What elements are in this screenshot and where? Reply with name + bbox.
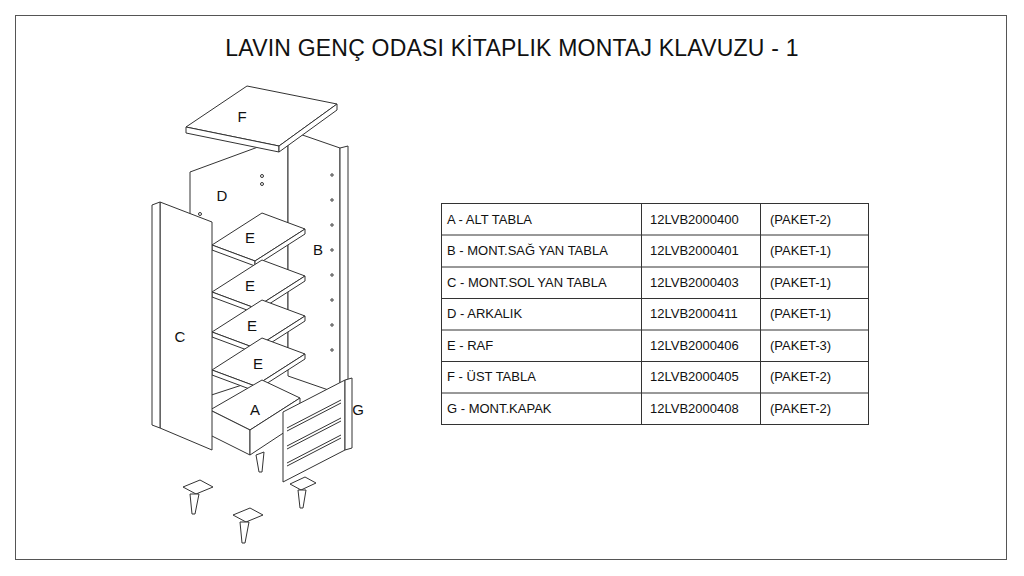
table-cell: (PAKET-3): [770, 339, 831, 353]
part-letter: B: [313, 242, 323, 259]
part-letter: E: [245, 230, 255, 247]
part-letter: G: [352, 402, 364, 419]
page-title: LAVIN GENÇ ODASI KİTAPLIK MONTAJ KLAVUZU…: [225, 36, 798, 61]
part-letter: E: [247, 318, 257, 335]
part-letter: A: [250, 402, 260, 419]
table-cell: F - ÜST TABLA: [447, 370, 536, 384]
table-cell: G - MONT.KAPAK: [447, 402, 552, 416]
table-cell: (PAKET-2): [770, 402, 831, 416]
table-cell: 12LVB2000405: [650, 370, 739, 384]
table-cell: 12LVB2000408: [650, 402, 739, 416]
table-cell: (PAKET-1): [770, 275, 831, 289]
table-cell: B - MONT.SAĞ YAN TABLA: [447, 244, 608, 258]
table-cell: A - ALT TABLA: [447, 212, 532, 226]
part-letter: C: [175, 329, 186, 346]
table-cell: E - RAF: [447, 339, 493, 353]
part-letter: E: [245, 278, 255, 295]
table-cell: 12LVB2000406: [650, 339, 739, 353]
table-cell: C - MONT.SOL YAN TABLA: [447, 275, 607, 289]
table-cell: 12LVB2000411: [650, 307, 738, 321]
part-letter: E: [253, 356, 263, 373]
table-cell: (PAKET-2): [770, 370, 831, 384]
part-letter: F: [237, 109, 246, 126]
table-cell: 12LVB2000400: [650, 212, 739, 226]
table-cell: (PAKET-1): [770, 244, 831, 258]
table-cell: (PAKET-1): [770, 307, 831, 321]
table-cell: D - ARKALIK: [447, 307, 522, 321]
table-cell: 12LVB2000403: [650, 275, 739, 289]
part-letter: D: [217, 188, 228, 205]
table-cell: (PAKET-2): [770, 212, 831, 226]
table-cell: 12LVB2000401: [650, 244, 739, 258]
